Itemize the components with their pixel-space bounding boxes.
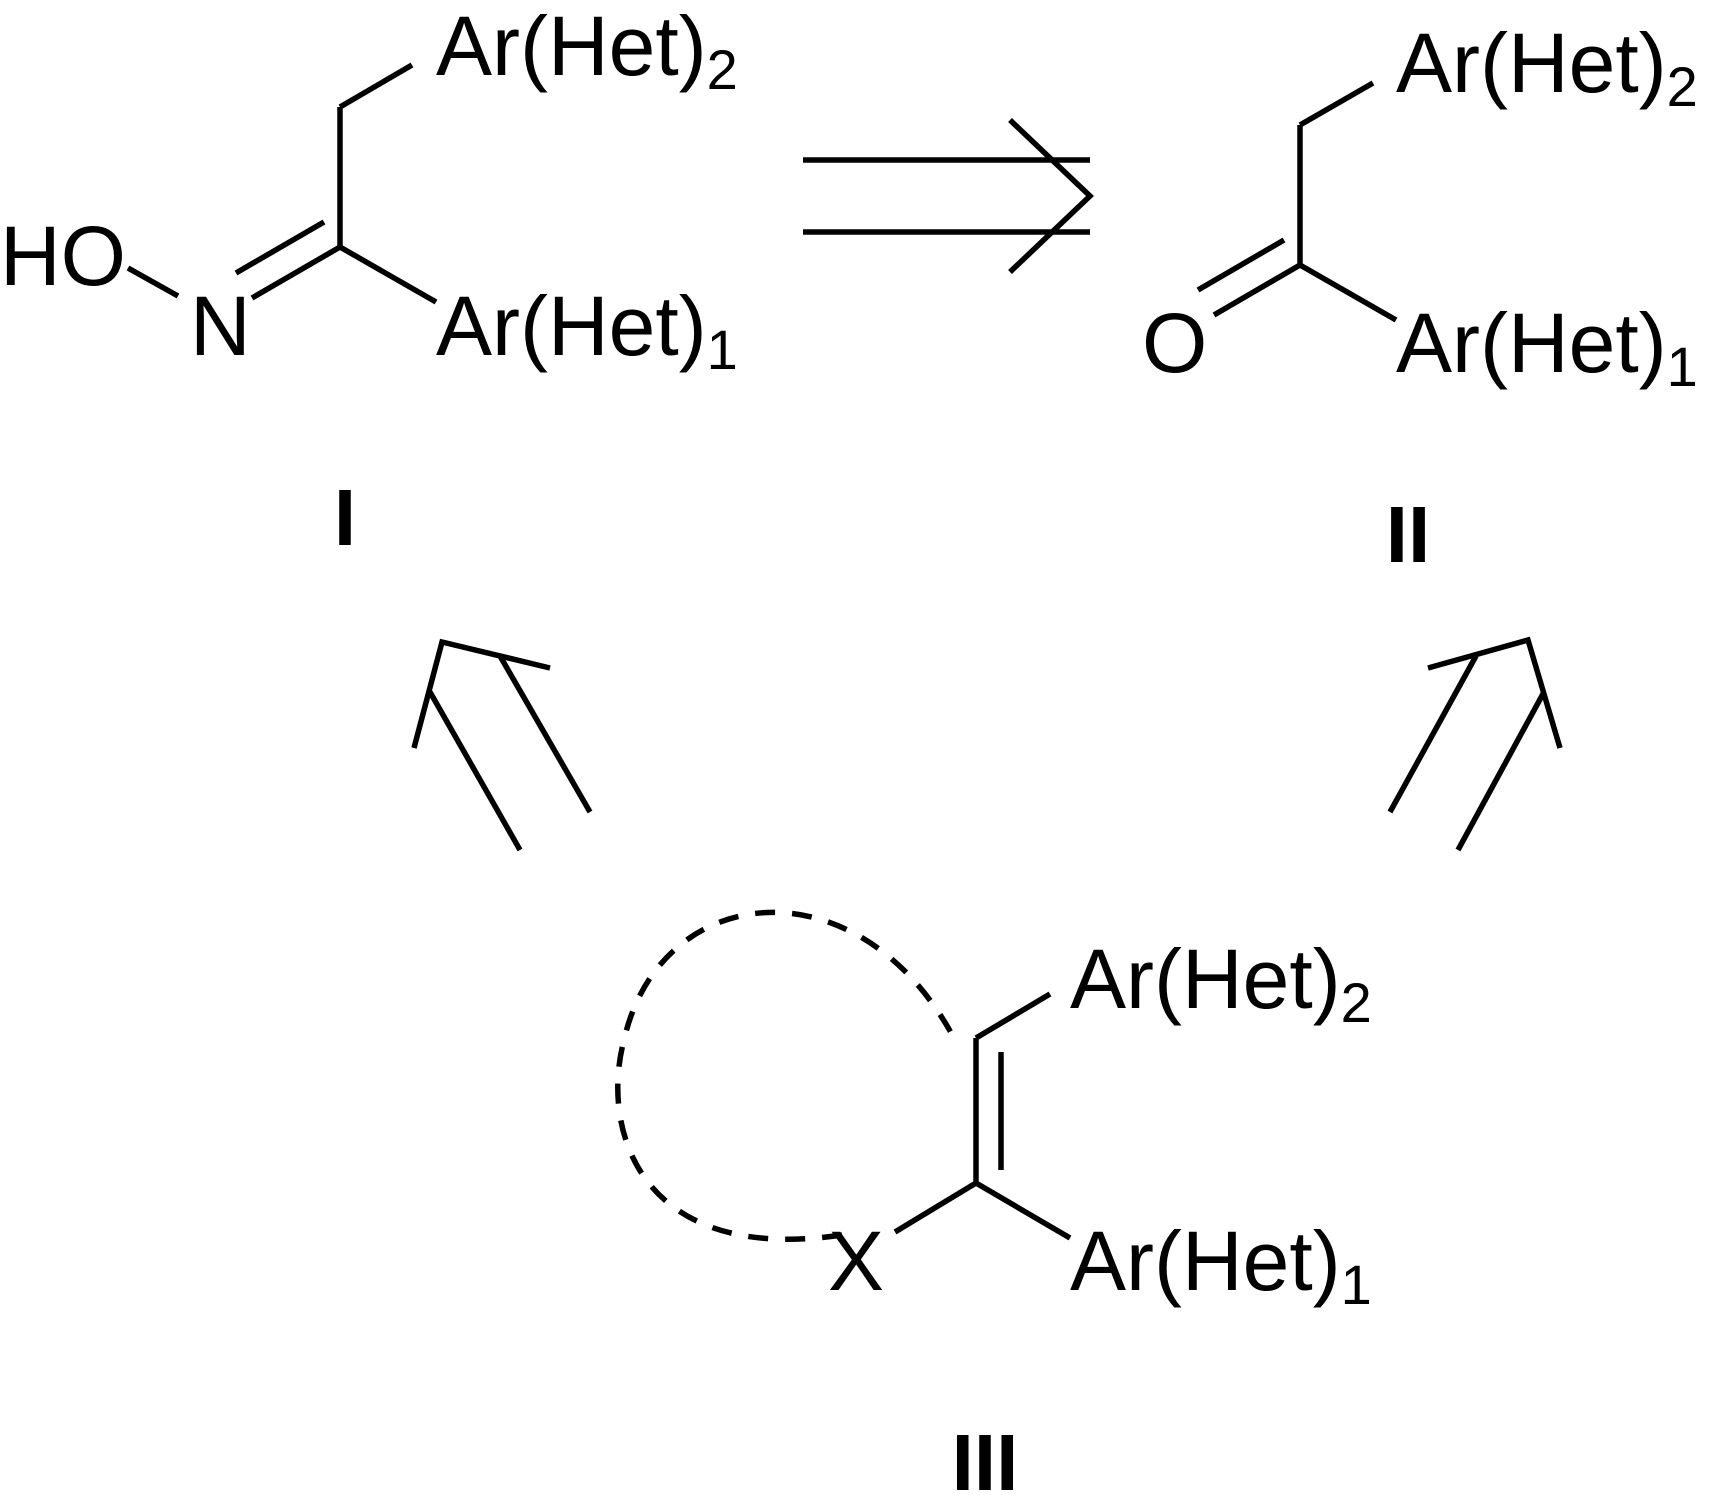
compound-II: O Ar(Het)2 Ar(Het)1 II — [1142, 16, 1698, 579]
compound-I: HO N Ar(Het)2 Ar(Het)1 I — [0, 0, 738, 562]
compound-II-label: II — [1386, 490, 1430, 579]
aryl-group-2-label: Ar(Het)2 — [1070, 932, 1372, 1034]
compound-III-label: III — [952, 1418, 1019, 1495]
compound-I-bonds — [126, 62, 438, 305]
aryl-group-1-label: Ar(Het)1 — [436, 279, 738, 381]
heteroatom-x-label: X — [828, 1214, 884, 1308]
aryl-group-1-label: Ar(Het)1 — [1070, 1214, 1372, 1316]
compound-I-label: I — [334, 473, 356, 562]
retrosynthetic-arrow-I-to-II — [803, 118, 1094, 274]
aryl-group-2-label: Ar(Het)2 — [436, 0, 738, 101]
hydroxyl-label: HO — [0, 209, 126, 303]
retrosynthetic-arrow-III-to-II — [1387, 636, 1563, 852]
compound-II-bonds — [1196, 80, 1398, 323]
dashed-ring — [615, 909, 958, 1243]
nitrogen-label: N — [190, 279, 251, 373]
aryl-group-1-label: Ar(Het)1 — [1396, 296, 1698, 398]
oxygen-label: O — [1142, 296, 1207, 390]
compound-III: X Ar(Het)2 Ar(Het)1 III — [615, 909, 1372, 1495]
aryl-group-2-label: Ar(Het)2 — [1396, 16, 1698, 118]
compound-III-bonds — [893, 991, 1072, 1241]
retrosynthetic-arrow-III-to-I — [411, 638, 593, 852]
